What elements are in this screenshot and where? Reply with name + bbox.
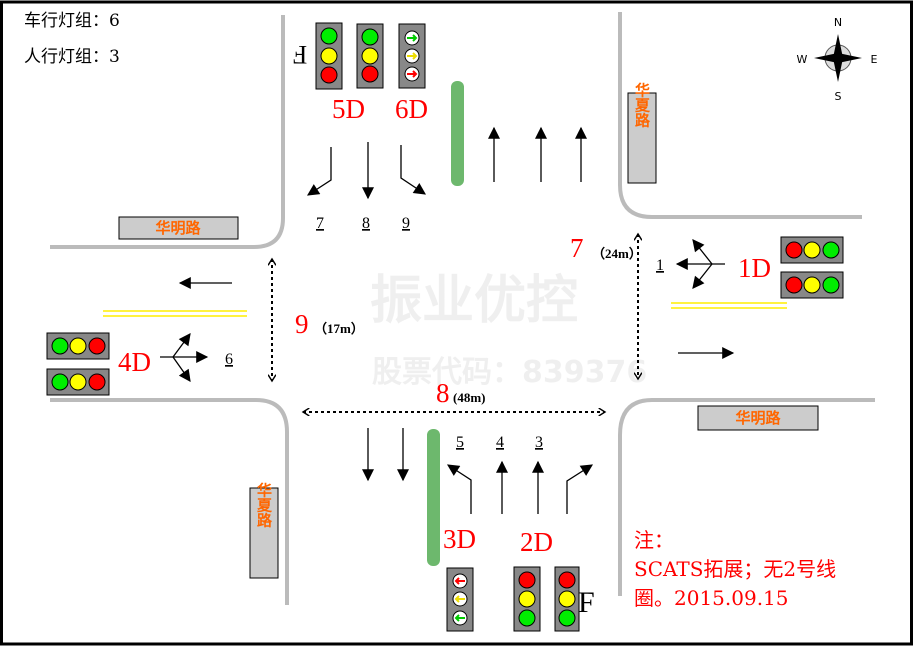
ped-mark-bottom: F [578, 586, 595, 619]
note: 注： SCATS拓展；无2号线 圈。2015.09.15 [634, 528, 836, 610]
signal-5d-left [315, 22, 343, 90]
phase-2d: 2D [520, 527, 553, 557]
note-line-2: 圈。2015.09.15 [634, 586, 789, 610]
lane-7: 7 [316, 215, 324, 232]
crosswalk-9-id: 9 [295, 309, 309, 339]
phase-1d: 1D [738, 253, 771, 283]
phase-3d: 3D [443, 524, 476, 554]
arrow-turn-left-north [446, 464, 472, 514]
center-line-west [103, 310, 247, 317]
road-name-west: 华明路 [118, 216, 239, 240]
crosswalk-8-id: 8 [436, 378, 450, 408]
signal-1d-a [780, 236, 844, 264]
median-south [427, 429, 440, 566]
phase-5d: 5D [332, 94, 365, 124]
lane-6: 6 [225, 351, 233, 368]
curb-northeast [618, 12, 862, 219]
crosswalk-8-length: (48m) [453, 390, 486, 405]
ped-mark-top: F [293, 40, 307, 69]
arrow-4d-left [172, 333, 191, 358]
lane-4: 4 [496, 434, 504, 451]
road-name-north: 华夏路 [627, 82, 657, 184]
curb-northwest [50, 15, 285, 249]
crosswalk-9-length: （17m） [314, 321, 364, 336]
road-name-east: 华明路 [697, 405, 819, 431]
arrow-turn-left-south [400, 145, 426, 195]
center-line-east [671, 302, 787, 309]
lane-5: 5 [456, 434, 464, 451]
curb-southeast [618, 398, 875, 596]
vehicle-groups-label: 车行灯组：6 [24, 11, 120, 31]
arrow-1d-left [692, 263, 713, 289]
lane-1: 1 [656, 257, 664, 274]
compass-icon: N S E W [797, 16, 878, 103]
road-name-south: 华夏路 [249, 482, 279, 579]
svg-text:股票代码：839376: 股票代码：839376 [372, 355, 647, 390]
note-title: 注： [634, 528, 674, 552]
svg-text:振业优控: 振业优控 [370, 271, 578, 331]
svg-text:E: E [871, 53, 878, 66]
signal-1d-b [780, 271, 844, 299]
signal-4d-b [46, 368, 110, 396]
watermark: 振业优控 股票代码：839376 [370, 271, 647, 390]
crosswalk-7-id: 7 [570, 233, 584, 263]
signal-6d-right-arrow [398, 23, 426, 89]
lane-3: 3 [535, 434, 543, 451]
ped-groups-label: 人行灯组：3 [24, 47, 120, 67]
lane-9: 9 [402, 215, 410, 232]
svg-text:华夏路: 华夏路 [633, 82, 651, 128]
crosswalk-7-length: （24m） [592, 246, 642, 261]
signal-5d [356, 23, 384, 89]
phase-4d: 4D [118, 347, 151, 377]
phase-6d: 6D [395, 94, 428, 124]
arrow-turn-right-north [566, 464, 594, 514]
svg-text:华夏路: 华夏路 [255, 482, 273, 528]
note-line-1: SCATS拓展；无2号线 [634, 557, 836, 581]
arrow-1d-right [692, 239, 713, 265]
svg-text:华明路: 华明路 [735, 409, 781, 427]
median-north [451, 81, 464, 186]
signal-3d-left-arrow [446, 567, 474, 632]
signal-2d-a [513, 566, 541, 632]
svg-text:华明路: 华明路 [155, 219, 201, 237]
signal-2d-b [554, 566, 580, 632]
arrow-4d-right [172, 356, 191, 382]
svg-text:S: S [835, 90, 842, 103]
curb-southwest [50, 398, 289, 605]
svg-text:W: W [797, 53, 808, 66]
svg-text:N: N [834, 16, 842, 29]
lane-arrows [160, 126, 735, 514]
lane-8: 8 [362, 215, 370, 232]
signal-4d-a [46, 332, 110, 360]
arrow-turn-right-south [306, 147, 332, 196]
